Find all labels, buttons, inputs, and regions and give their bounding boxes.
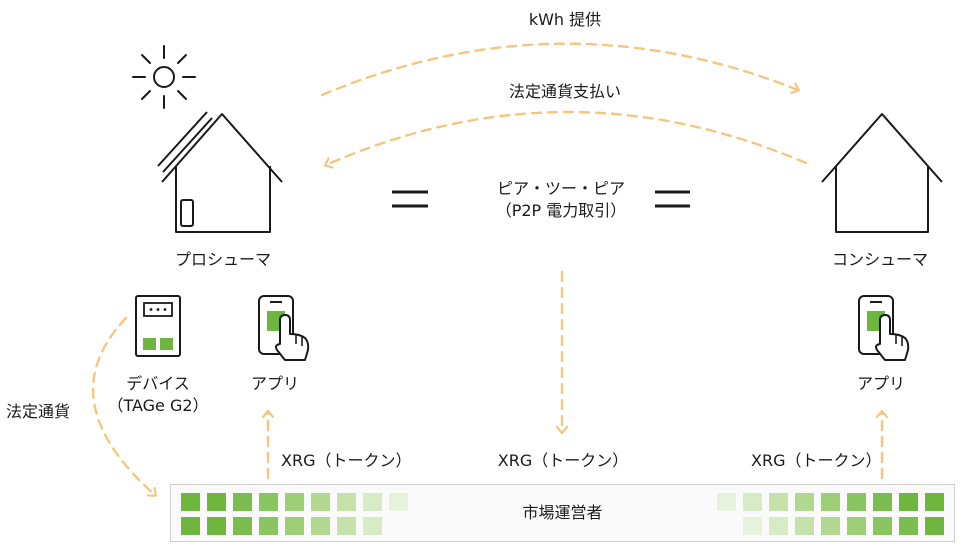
market-block bbox=[389, 517, 408, 535]
market-block bbox=[769, 517, 788, 535]
arrow-fiat-payment bbox=[326, 110, 808, 165]
market-block bbox=[207, 517, 226, 535]
app-label-right: アプリ bbox=[856, 374, 906, 393]
fiat-payment-label: 法定通貨支払い bbox=[508, 82, 622, 101]
market-block bbox=[311, 493, 330, 511]
market-block bbox=[847, 493, 866, 511]
smartphone-touch-icon-right bbox=[858, 295, 910, 361]
market-block bbox=[285, 493, 304, 511]
xrg-token-label-right: XRG（トークン） bbox=[751, 451, 882, 470]
xrg-token-label-left: XRG（トークン） bbox=[281, 451, 412, 470]
device-model-label: （TAGe G2） bbox=[107, 396, 209, 415]
device-label: デバイス bbox=[126, 374, 190, 393]
market-block bbox=[259, 517, 278, 535]
market-block bbox=[925, 493, 944, 511]
app-label-left: アプリ bbox=[250, 374, 300, 393]
market-block bbox=[363, 493, 382, 511]
market-block bbox=[847, 517, 866, 535]
market-block bbox=[207, 493, 226, 511]
prosumer-house-icon bbox=[157, 111, 283, 233]
market-block bbox=[259, 493, 278, 511]
market-block bbox=[873, 493, 892, 511]
market-block bbox=[899, 517, 918, 535]
market-block bbox=[795, 493, 814, 511]
prosumer-label: プロシューマ bbox=[174, 250, 272, 269]
smartphone-touch-icon-left bbox=[258, 295, 310, 361]
market-block bbox=[717, 493, 736, 511]
sun-icon bbox=[132, 45, 196, 109]
market-block bbox=[311, 517, 330, 535]
consumer-house-icon bbox=[821, 113, 943, 233]
equals-icon-right bbox=[655, 190, 690, 208]
device-icon bbox=[135, 295, 181, 357]
market-block bbox=[285, 517, 304, 535]
market-block bbox=[389, 493, 408, 511]
market-block bbox=[873, 517, 892, 535]
market-block bbox=[821, 493, 840, 511]
market-block bbox=[821, 517, 840, 535]
market-block bbox=[899, 493, 918, 511]
market-block bbox=[769, 493, 788, 511]
p2p-title: ピア・ツー・ピア bbox=[496, 179, 626, 198]
market-block bbox=[743, 517, 762, 535]
market-block bbox=[181, 517, 200, 535]
market-operator-bar: 市場運営者 bbox=[170, 484, 955, 542]
xrg-token-label-center: XRG（トークン） bbox=[497, 451, 629, 470]
consumer-label: コンシューマ bbox=[831, 250, 929, 269]
market-block bbox=[925, 517, 944, 535]
arrow-kwh-supply bbox=[320, 42, 798, 97]
market-block bbox=[363, 517, 382, 535]
market-block bbox=[233, 493, 252, 511]
market-block bbox=[337, 517, 356, 535]
market-blocks-right bbox=[717, 493, 944, 535]
market-block bbox=[181, 493, 200, 511]
market-block bbox=[233, 517, 252, 535]
equals-icon-left bbox=[392, 190, 428, 208]
market-block bbox=[795, 517, 814, 535]
market-block bbox=[743, 493, 762, 511]
market-blocks-left bbox=[181, 493, 408, 535]
market-operator-label: 市場運営者 bbox=[522, 503, 603, 522]
market-block bbox=[337, 493, 356, 511]
kwh-supply-label: kWh 提供 bbox=[528, 10, 602, 29]
fiat-currency-label: 法定通貨 bbox=[6, 402, 71, 421]
market-block bbox=[717, 517, 736, 535]
p2p-subtitle: （P2P 電力取引） bbox=[495, 201, 627, 220]
